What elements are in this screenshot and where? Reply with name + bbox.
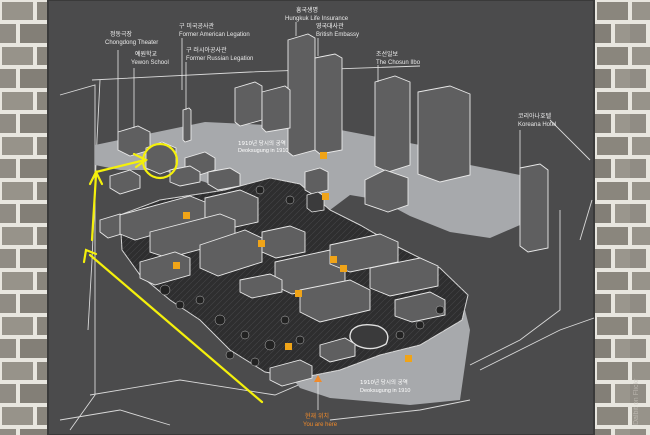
svg-text:Former Russian Legation: Former Russian Legation bbox=[186, 56, 253, 62]
info-markers bbox=[173, 152, 412, 362]
svg-text:예원학교: 예원학교 bbox=[135, 50, 158, 58]
label-british-embassy: 영국대사관 British Embassy bbox=[316, 22, 359, 38]
label-american-legation: 구 미국공사관 Former American Legation bbox=[179, 22, 250, 38]
svg-text:조선일보: 조선일보 bbox=[376, 50, 399, 58]
svg-text:Deoksugung in 1910: Deoksugung in 1910 bbox=[360, 388, 410, 394]
svg-text:British Embassy: British Embassy bbox=[316, 32, 359, 38]
svg-text:Hungkuk Life Insurance: Hungkuk Life Insurance bbox=[285, 16, 349, 22]
leader-lines bbox=[117, 22, 521, 410]
label-russian-legation: 구 러시아공사관 Former Russian Legation bbox=[186, 46, 253, 62]
svg-text:Former American Legation: Former American Legation bbox=[179, 32, 250, 38]
highlight-circle bbox=[141, 142, 179, 180]
yellow-route-arrow bbox=[82, 152, 264, 404]
label-chosun-ilbo: 조선일보 The Chosun Ilbo bbox=[376, 50, 421, 66]
watermark: Dalbit on Flickr bbox=[633, 378, 640, 425]
area-label-upper: 1910년 당시의 궁역 Deoksugung in 1910 bbox=[238, 139, 288, 154]
svg-text:You are here: You are here bbox=[303, 422, 338, 428]
svg-text:Koreana Hotel: Koreana Hotel bbox=[518, 122, 556, 128]
roads bbox=[59, 65, 595, 431]
label-yewon-school: 예원학교 Yewon School bbox=[131, 50, 169, 66]
svg-text:구 미국공사관: 구 미국공사관 bbox=[179, 22, 215, 30]
svg-text:영국대사관: 영국대사관 bbox=[316, 22, 344, 30]
svg-text:코리아나호텔: 코리아나호텔 bbox=[518, 112, 552, 120]
svg-text:정동극장: 정동극장 bbox=[110, 30, 133, 38]
svg-text:Deoksugung in 1910: Deoksugung in 1910 bbox=[238, 148, 288, 154]
tall-buildings bbox=[234, 33, 549, 253]
area-label-lower: 1910년 당시의 궁역 Deoksugung in 1910 bbox=[360, 378, 410, 394]
svg-text:흥국생명: 흥국생명 bbox=[296, 6, 318, 14]
svg-text:1910년 당시의 궁역: 1910년 당시의 궁역 bbox=[238, 139, 286, 147]
svg-text:Yewon School: Yewon School bbox=[131, 60, 169, 66]
trees bbox=[159, 185, 445, 367]
pond bbox=[349, 323, 389, 350]
label-hungkuk: 흥국생명 Hungkuk Life Insurance bbox=[285, 6, 349, 22]
svg-text:현재 위치: 현재 위치 bbox=[305, 412, 329, 420]
svg-text:구 러시아공사관: 구 러시아공사관 bbox=[186, 46, 227, 54]
svg-text:1910년 당시의 궁역: 1910년 당시의 궁역 bbox=[360, 378, 408, 386]
svg-text:Chongdong Theater: Chongdong Theater bbox=[105, 40, 158, 46]
you-are-here-marker: 현재 위치 You are here bbox=[303, 375, 338, 428]
svg-text:The Chosun Ilbo: The Chosun Ilbo bbox=[376, 60, 421, 66]
label-chongdong-theater: 정동극장 Chongdong Theater bbox=[105, 30, 158, 46]
label-koreana-hotel: 코리아나호텔 Koreana Hotel bbox=[518, 112, 556, 128]
palace-buildings bbox=[119, 189, 446, 387]
